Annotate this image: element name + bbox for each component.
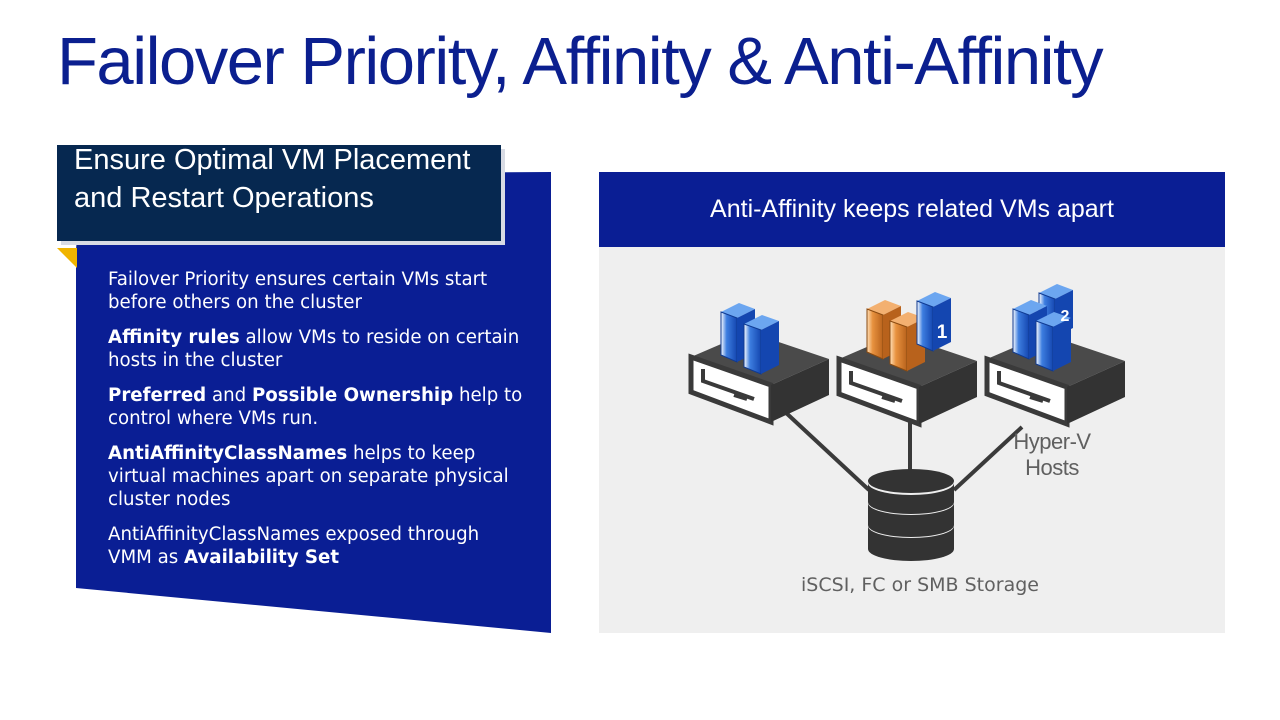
slide-title: Failover Priority, Affinity & Anti-Affin…	[57, 24, 1104, 99]
vm-badge-2: 2	[1061, 308, 1070, 325]
vm-icons-host-2	[866, 292, 951, 372]
accent-corner	[57, 248, 77, 268]
bullet-availability-set: AntiAffinityClassNames exposed through V…	[108, 524, 480, 568]
bullet-ownership: Preferred and Possible Ownership help to…	[108, 385, 523, 429]
storage-icon	[868, 469, 954, 561]
left-heading-box: Ensure Optimal VM Placement and Restart …	[57, 144, 501, 241]
hyperv-hosts-label: Hyper-V Hosts	[1013, 429, 1091, 480]
storage-label: iSCSI, FC or SMB Storage	[801, 574, 1039, 596]
bullet-failover-priority: Failover Priority ensures certain VMs st…	[108, 269, 488, 313]
left-heading: Ensure Optimal VM Placement and Restart …	[74, 144, 471, 214]
bullet-anti-affinity: AntiAffinityClassNames helps to keep vir…	[108, 443, 509, 510]
cluster-diagram: 1 2	[688, 284, 1125, 561]
right-panel-heading: Anti-Affinity keeps related VMs apart	[599, 172, 1225, 247]
bullet-list: Failover Priority ensures certain VMs st…	[108, 268, 528, 581]
left-panel-shape	[57, 172, 551, 633]
bullet-affinity-rules: Affinity rules allow VMs to reside on ce…	[108, 327, 520, 371]
vm-badge-1: 1	[937, 322, 948, 343]
vm-icons-host-1	[720, 303, 779, 375]
vm-icons-host-3	[1012, 284, 1073, 372]
